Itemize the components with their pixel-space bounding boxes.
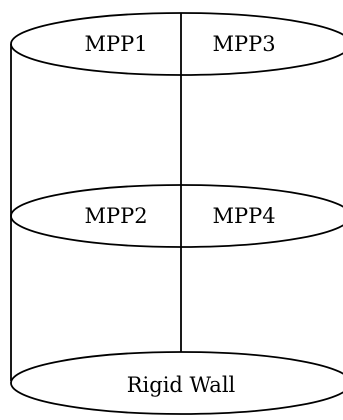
label-mpp1: MPP1 <box>84 32 147 56</box>
top-ellipse <box>10 12 343 76</box>
label-mpp2: MPP2 <box>84 204 147 228</box>
label-mpp3: MPP3 <box>212 32 275 56</box>
middle-ellipse <box>10 184 343 248</box>
label-mpp4: MPP4 <box>212 204 275 228</box>
label-rigid-wall: Rigid Wall <box>127 373 236 397</box>
